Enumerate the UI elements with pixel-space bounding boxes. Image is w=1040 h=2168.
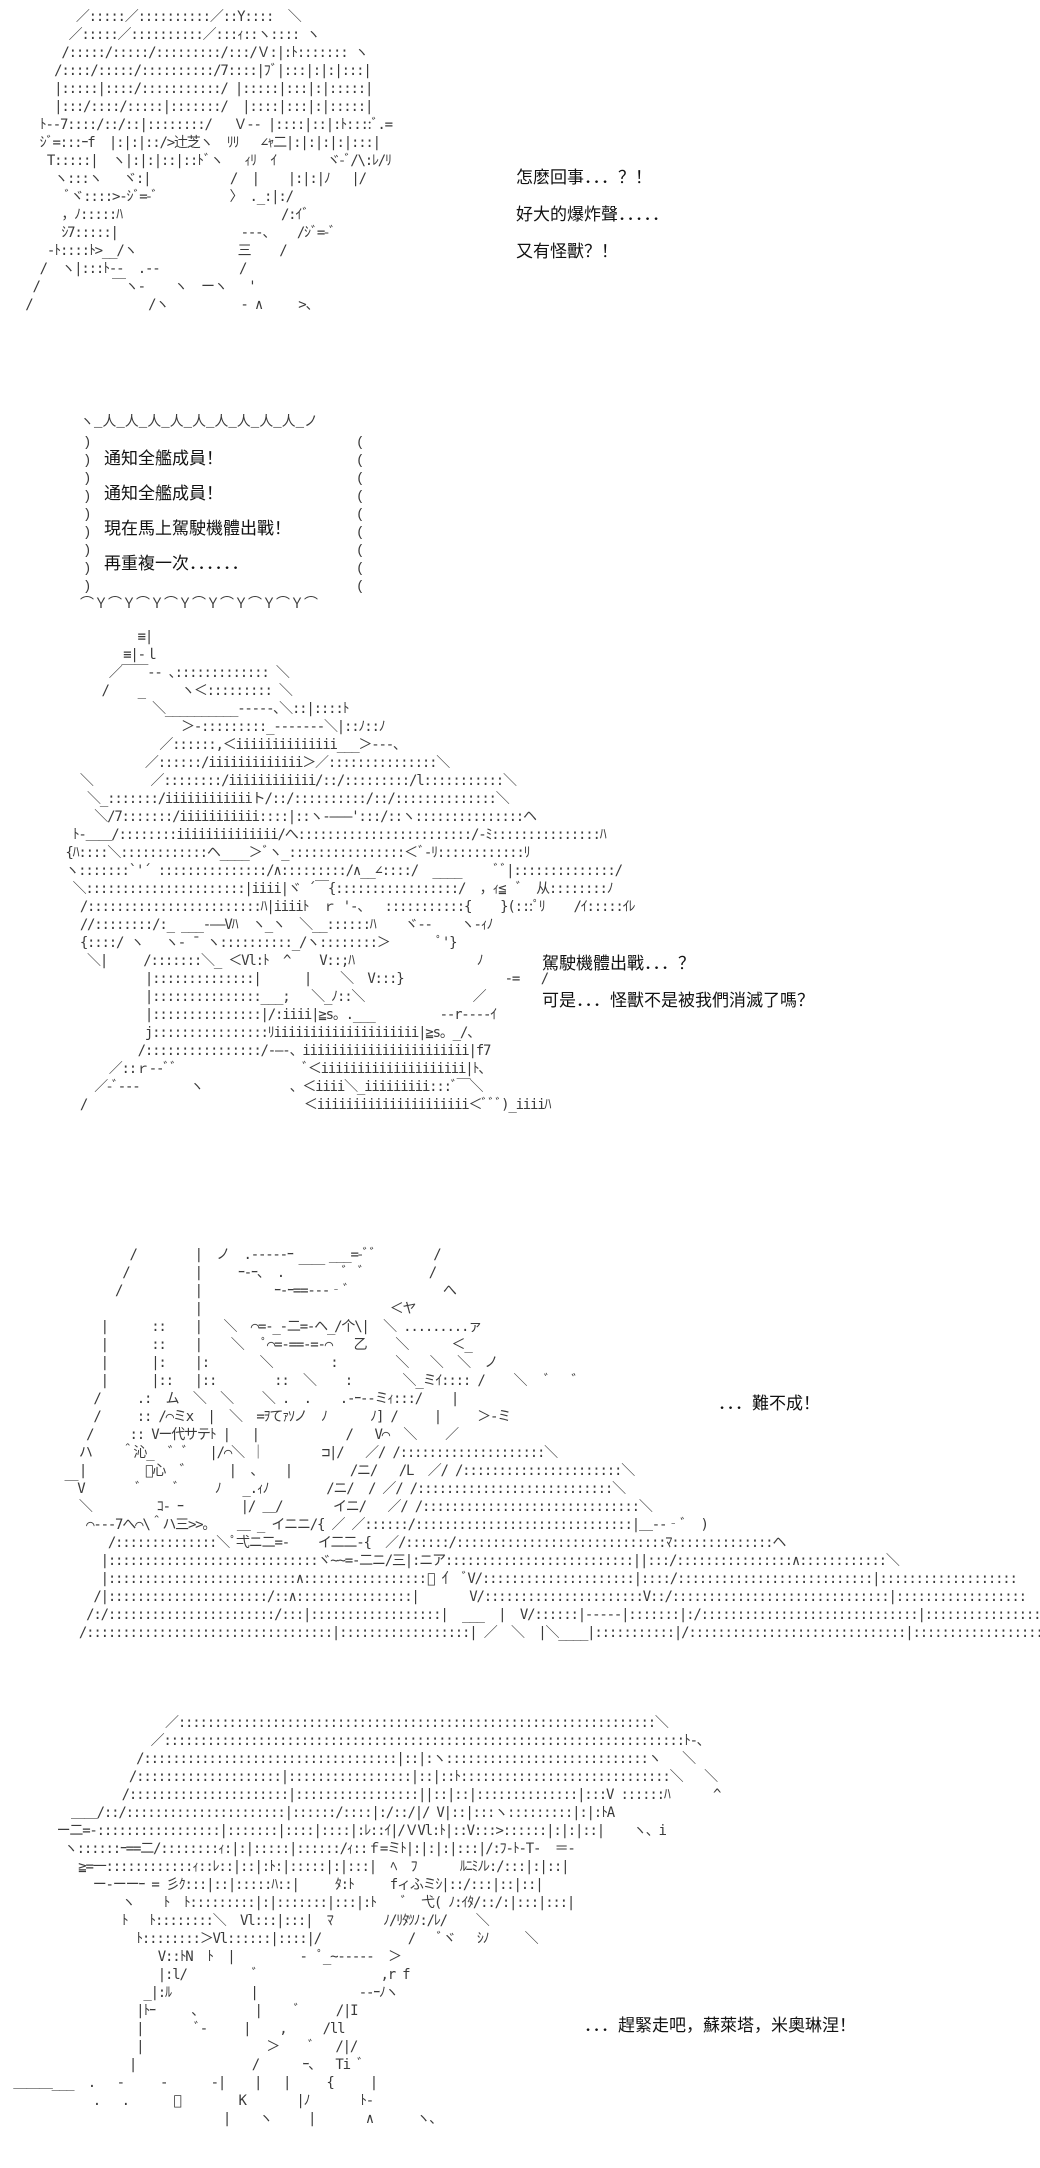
ascii-art-character-listening: ≡| ≡|-ｌ ／￣￣-‐ ､::::::::::::: ＼ / _ ヽ＜:::… bbox=[65, 629, 635, 1113]
bubble-border-bottom: ⌒Ｙ⌒Ｙ⌒Ｙ⌒Ｙ⌒Ｙ⌒Ｙ⌒Ｙ⌒Ｙ⌒ bbox=[80, 597, 318, 613]
bubble-line: 現在馬上駕駛機體出戰！ bbox=[104, 519, 291, 539]
bubble-line: 再重複一次．．．．．． bbox=[104, 554, 249, 574]
dialog-line: 怎麽回事．．．？！ bbox=[516, 168, 652, 188]
dialog-group-4: ．．．趕緊走吧，蘇萊塔，米奧琳涅！ bbox=[584, 2016, 856, 2053]
ascii-art-character-leaving: ／:::::::::::::::::::::::::::::::::::::::… bbox=[13, 1715, 721, 2127]
ascii-art-character-realization: / | ノ .-‐‐‐-ｰ ___=-ﾞﾞ / / | ｰ-ｰ、 . ￣￣ ﾞ … bbox=[64, 1247, 1040, 1641]
bubble-line: 通知全艦成員！ bbox=[104, 484, 223, 504]
panel-3: / | ノ .-‐‐‐-ｰ ___=-ﾞﾞ / / | ｰ-ｰ、 . ￣￣ ﾞ … bbox=[0, 1240, 1040, 1710]
dialog-line: 可是．．．怪獸不是被我們消滅了嗎？ bbox=[542, 991, 814, 1011]
dialog-group-2: 駕駛機體出戰．．．？ 可是．．．怪獸不是被我們消滅了嗎？ bbox=[542, 954, 814, 1028]
bubble-border-right: ( ( ( ( ( ( ( ( ( bbox=[356, 435, 365, 595]
dialog-line: 又有怪獸？！ bbox=[516, 242, 618, 262]
panel-4: ／:::::::::::::::::::::::::::::::::::::::… bbox=[0, 1710, 1040, 2168]
dialog-line: 駕駛機體出戰．．．？ bbox=[542, 954, 695, 974]
panel-2: ヽ_人_人_人_人_人_人_人_人_人_ノ ) ) ) ) ) ) ) ) ) … bbox=[0, 400, 1040, 1240]
bubble-border-left: ) ) ) ) ) ) ) ) ) bbox=[83, 435, 92, 595]
bubble-border-top: ヽ_人_人_人_人_人_人_人_人_人_ノ bbox=[80, 415, 319, 431]
ascii-art-character-shocked: ／:::::／::::::::::／::Y:::: ＼ ／:::::／:::::… bbox=[25, 9, 393, 313]
dialog-group-1: 怎麽回事．．．？！ 好大的爆炸聲．．．．． 又有怪獸？！ bbox=[516, 168, 669, 279]
dialog-line: ．．．趕緊走吧，蘇萊塔，米奧琳涅！ bbox=[584, 2016, 856, 2036]
dialog-line: ．．．難不成！ bbox=[718, 1394, 820, 1414]
bubble-line: 通知全艦成員！ bbox=[104, 449, 223, 469]
speech-bubble: ヽ_人_人_人_人_人_人_人_人_人_ノ ) ) ) ) ) ) ) ) ) … bbox=[80, 414, 370, 619]
dialog-line: 好大的爆炸聲．．．．． bbox=[516, 205, 669, 225]
bubble-text: 通知全艦成員！ 通知全艦成員！ 現在馬上駕駛機體出戰！ 再重複一次．．．．．． bbox=[104, 444, 291, 584]
panel-1: ／:::::／::::::::::／::Y:::: ＼ ／:::::／:::::… bbox=[0, 0, 1040, 400]
dialog-group-3: ．．．難不成！ bbox=[718, 1394, 820, 1431]
